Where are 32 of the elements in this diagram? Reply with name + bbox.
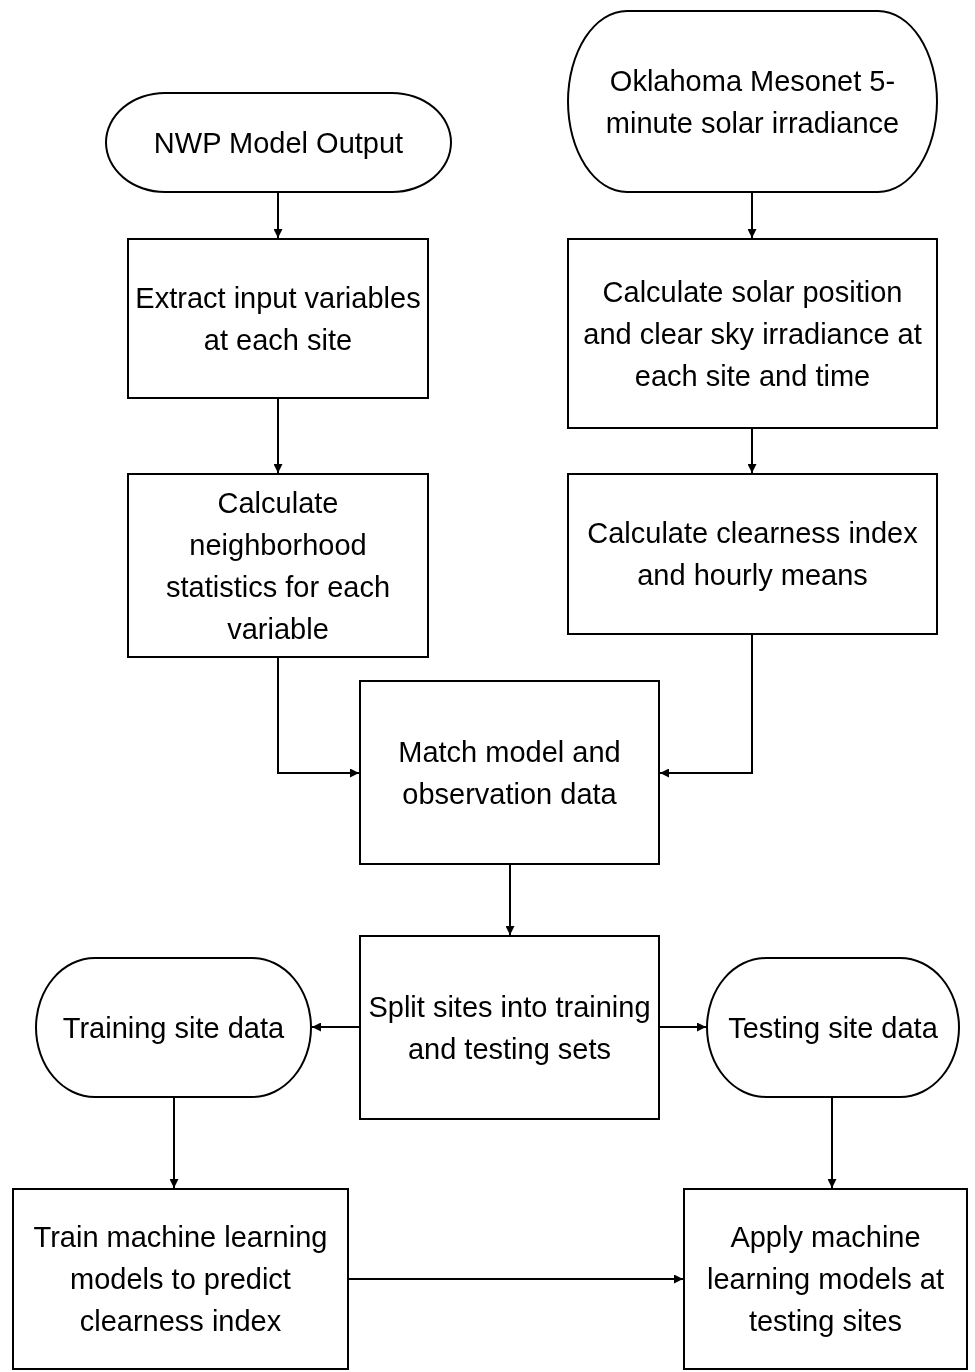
process-box	[683, 1188, 968, 1370]
node-label: Oklahoma Mesonet 5-minute solar irradiance	[604, 63, 901, 141]
node-label: Calculate neighborhood statistics for each variable	[165, 485, 391, 647]
process-box	[127, 238, 429, 399]
arrow	[169, 1097, 179, 1189]
process-box	[567, 473, 938, 635]
arrow	[659, 1022, 707, 1032]
node-label: Train machine learning models to predict clearness index	[32, 1220, 329, 1339]
arrow	[348, 1274, 684, 1284]
arrow	[747, 428, 757, 474]
arrow	[273, 398, 283, 474]
arrow	[505, 864, 515, 936]
node-label: Calculate solar position and clear sky irradiance at each site and time	[582, 274, 923, 394]
node-label: Split sites into training and testing sets	[367, 989, 652, 1067]
arrow	[277, 657, 360, 778]
process-box	[12, 1188, 349, 1370]
node-label: Testing site data	[727, 1010, 939, 1046]
node-label: Calculate clearness index and hourly means	[586, 516, 919, 593]
node-label: Extract input variables at each site	[134, 280, 422, 358]
node-label: Match model and observation data	[397, 734, 622, 812]
arrow	[827, 1097, 837, 1189]
arrow	[311, 1022, 360, 1032]
node-label: NWP Model Output	[152, 125, 405, 161]
node-label: Training site data	[61, 1010, 286, 1046]
node-label: Apply machine learning models at testing sites	[706, 1220, 945, 1339]
process-box	[567, 238, 938, 429]
process-box	[127, 473, 429, 658]
arrow	[659, 634, 753, 778]
arrow	[747, 192, 757, 239]
process-box	[359, 935, 660, 1120]
arrow	[273, 192, 283, 239]
process-box	[359, 680, 660, 865]
